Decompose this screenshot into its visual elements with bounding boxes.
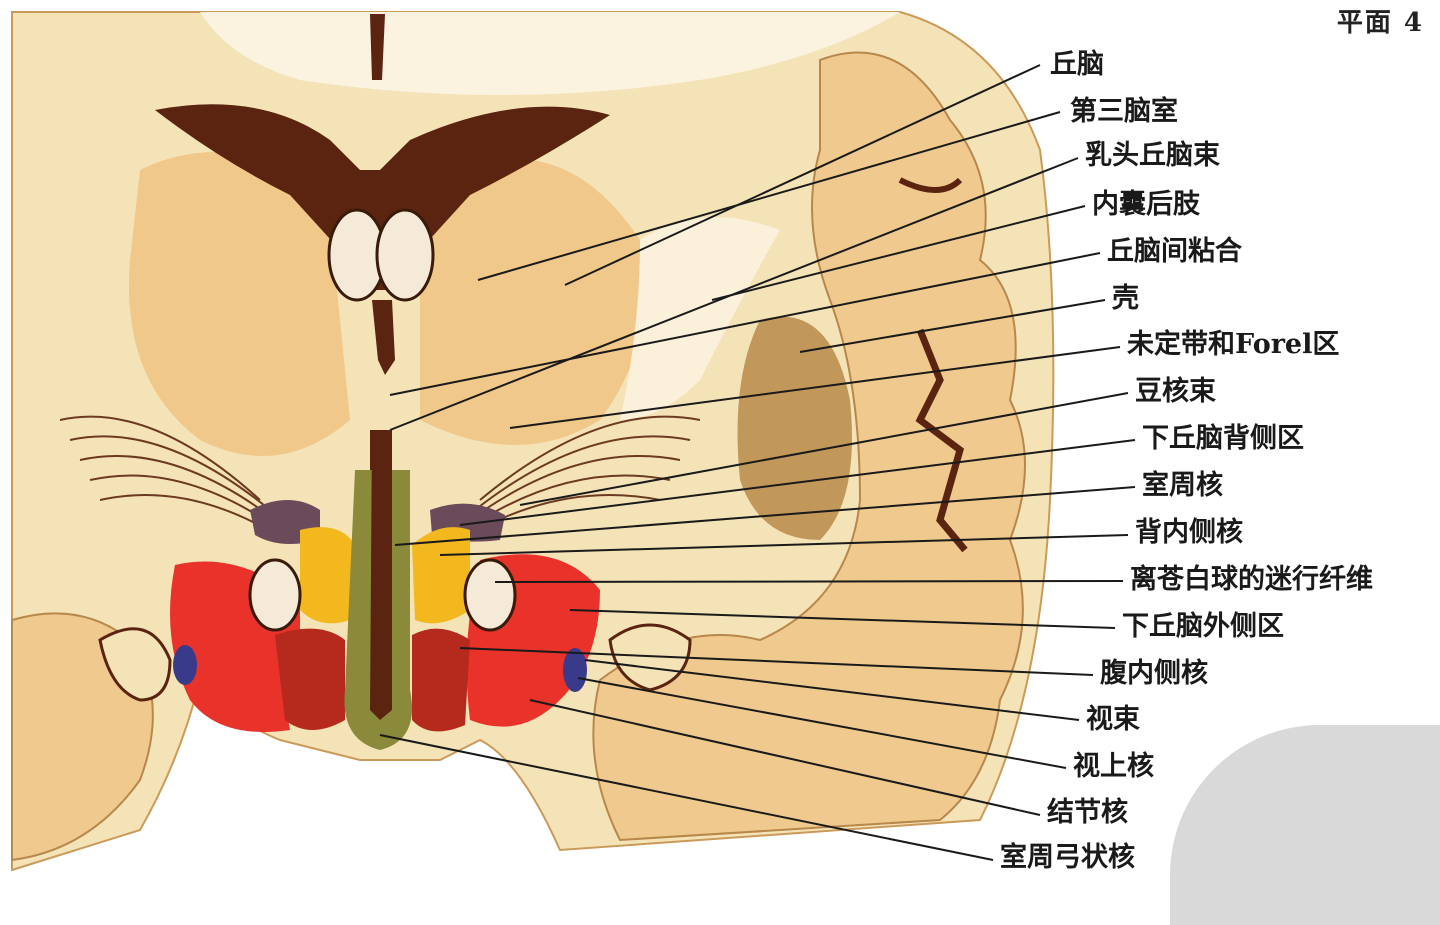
label-lateral-hypothalamic-area: 下丘脑外侧区 xyxy=(1122,612,1284,642)
label-optic-tract: 视束 xyxy=(1086,705,1140,735)
label-thalamus: 丘脑 xyxy=(1050,50,1104,80)
label-zona-incerta-forel: 未定带和Forel区 xyxy=(1127,330,1339,360)
label-putamen: 壳 xyxy=(1112,284,1139,314)
label-ventromedial-nucleus: 腹内侧核 xyxy=(1100,659,1208,689)
leader-line-pallidofugal-fibers xyxy=(495,581,1123,582)
dark-red-region-left xyxy=(275,629,345,730)
label-arcuate-nucleus: 室周弓状核 xyxy=(1000,843,1135,873)
yellow-region-left xyxy=(300,527,355,623)
label-lenticular-fasciculus: 豆核束 xyxy=(1135,377,1216,407)
dark-red-region-right xyxy=(412,629,470,732)
label-mammillothalamic-tract: 乳头丘脑束 xyxy=(1085,141,1220,171)
label-internal-capsule-posterior-limb: 内囊后肢 xyxy=(1092,190,1200,220)
fornix-hypothalamic-left xyxy=(250,560,300,630)
fornix-hypothalamic-right xyxy=(465,560,515,630)
label-supraoptic-nucleus: 视上核 xyxy=(1073,752,1154,782)
label-tuberal-nucleus: 结节核 xyxy=(1047,798,1128,828)
label-pallidofugal-fibers: 离苍白球的迷行纤维 xyxy=(1130,565,1373,595)
label-interthalamic-adhesion: 丘脑间粘合 xyxy=(1107,237,1242,267)
plane-label: 平面 4 xyxy=(1337,2,1424,39)
fornix-right xyxy=(377,210,433,300)
optic-tract-right xyxy=(563,648,587,692)
label-dorsomedial-nucleus: 背内侧核 xyxy=(1135,518,1243,548)
third-ventricle-core xyxy=(370,430,392,720)
optic-tract-left xyxy=(173,645,197,685)
label-dorsal-hypothalamic-area: 下丘脑背侧区 xyxy=(1142,424,1304,454)
label-third-ventricle: 第三脑室 xyxy=(1070,97,1178,127)
label-paraventricular-nucleus: 室周核 xyxy=(1142,471,1223,501)
diagram-stage: 平面 4 丘脑第三脑室乳头丘脑束内囊后肢丘脑间粘合壳未定带和Forel区豆核束下… xyxy=(0,0,1440,879)
